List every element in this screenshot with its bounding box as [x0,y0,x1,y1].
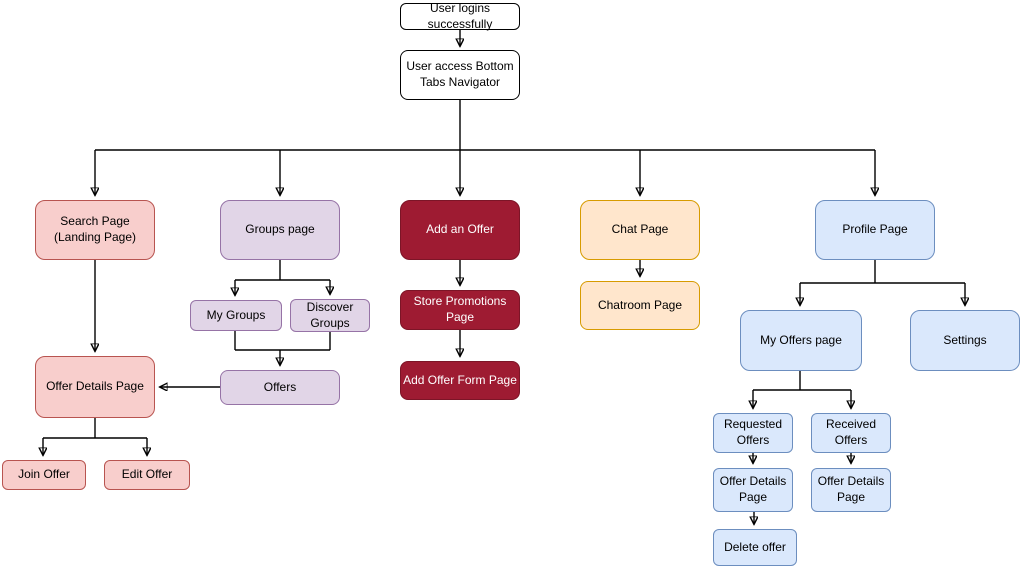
node-edit-offer: Edit Offer [104,460,190,490]
node-offer-details-page: Offer Details Page [35,356,155,418]
node-chat-page: Chat Page [580,200,700,260]
node-delete-offer: Delete offer [713,529,797,566]
node-profile-page: Profile Page [815,200,935,260]
node-offer-details-received: Offer Details Page [811,468,891,512]
node-bottom-tabs-navigator: User access Bottom Tabs Navigator [400,50,520,100]
node-search-page: Search Page (Landing Page) [35,200,155,260]
connector-arrows [43,29,965,524]
node-discover-groups: Discover Groups [290,299,370,332]
node-chatroom-page: Chatroom Page [580,281,700,330]
node-user-login: User logins successfully [400,1,520,31]
node-store-promotions-page: Store Promotions Page [400,290,520,330]
node-join-offer: Join Offer [2,460,86,490]
node-offers: Offers [220,370,340,405]
node-my-offers-page: My Offers page [740,310,862,371]
node-add-offer-form-page: Add Offer Form Page [400,361,520,400]
node-offer-details-requested: Offer Details Page [713,468,793,512]
node-add-an-offer: Add an Offer [400,200,520,260]
node-requested-offers: Requested Offers [713,413,793,453]
node-settings: Settings [910,310,1020,371]
connector-lines [43,100,965,439]
node-received-offers: Received Offers [811,413,891,453]
node-groups-page: Groups page [220,200,340,260]
node-my-groups: My Groups [190,300,282,331]
